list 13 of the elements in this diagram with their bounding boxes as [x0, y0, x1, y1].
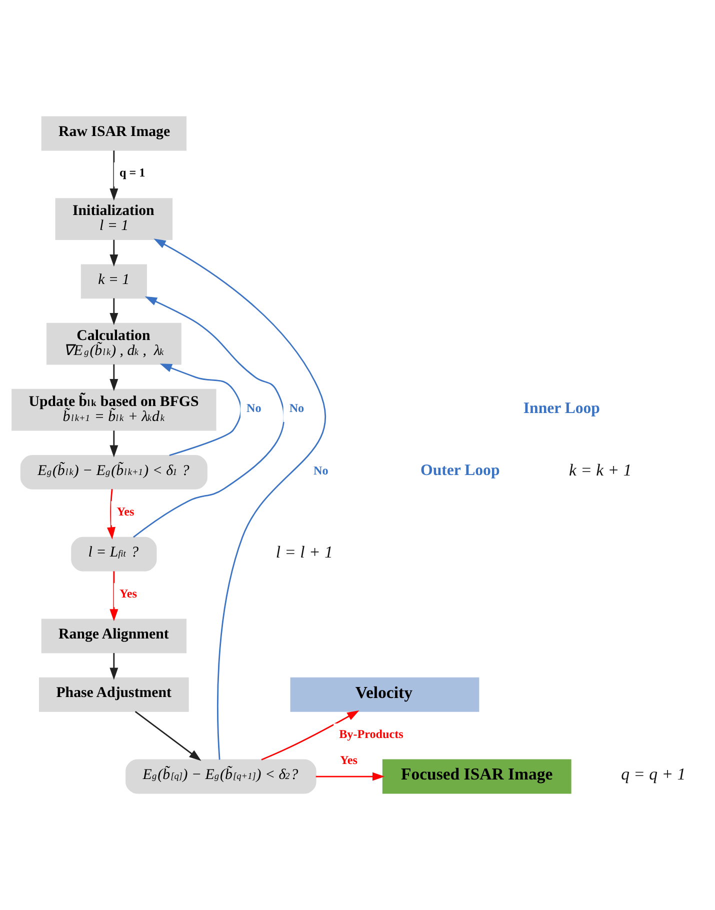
edge-label: Yes [119, 586, 137, 600]
label: l = l + 1 [276, 542, 333, 562]
label: k = k + 1 [568, 460, 632, 480]
label: Outer Loop [420, 462, 500, 480]
label: q = q + 1 [621, 764, 686, 784]
edge-label: Yes [340, 752, 358, 767]
edge-label: No [246, 401, 262, 416]
edge-label: Yes [116, 504, 134, 518]
label: Inner Loop [523, 400, 600, 417]
edge-label: q = 1 [119, 166, 146, 180]
edge-label: By-Products [339, 726, 404, 741]
edge-label: No [314, 463, 328, 478]
edge-label: No [289, 401, 304, 416]
